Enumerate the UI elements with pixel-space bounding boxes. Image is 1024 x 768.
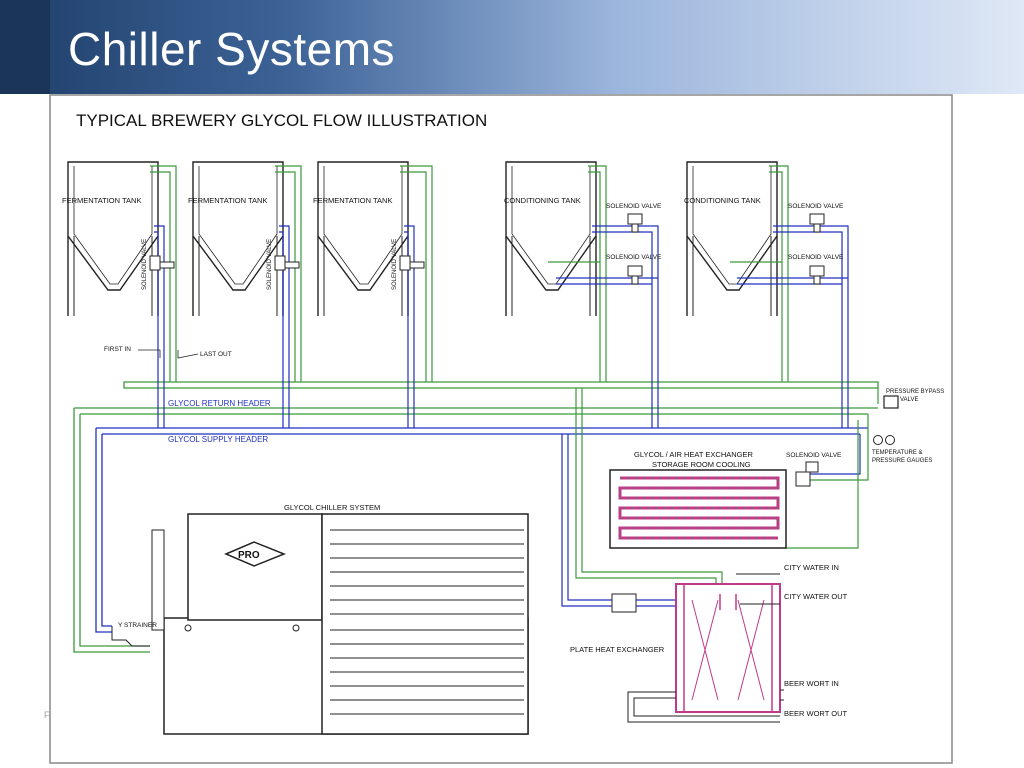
solenoid-valve-label-hx: SOLENOID VALVE [786, 452, 842, 459]
beer-wort-out-label: BEER WORT OUT [784, 709, 847, 718]
glycol-return-header-label: GLYCOL RETURN HEADER [168, 399, 271, 408]
city-water-out-label: CITY WATER OUT [784, 592, 848, 601]
pressure-bypass-label-2: VALVE [900, 397, 918, 403]
title-bar-accent [0, 0, 50, 94]
conditioning-tank-2: CONDITIONING TANK [684, 161, 778, 316]
fermentation-tank-2-label: FERMENTATION TANK [188, 196, 267, 205]
solenoid-valve-label-f2: SOLENOID VALVE [267, 239, 273, 290]
city-water-in-label: CITY WATER IN [784, 563, 839, 572]
plate-heat-exchanger [561, 388, 784, 723]
fermentation-tank-1-label: FERMENTATION TANK [62, 196, 141, 205]
conditioning-tank-1: CONDITIONING TANK [504, 161, 597, 316]
tank-group: FERMENTATION TANK FERMENTATION TANK FERM… [62, 161, 778, 316]
bypass-and-gauges [786, 388, 899, 549]
tank-piping [150, 165, 849, 428]
air-hx-label-2: STORAGE ROOM COOLING [652, 460, 751, 469]
first-in-label: FIRST IN [104, 346, 131, 353]
air-heat-exchanger [609, 461, 819, 549]
solenoid-valve-label-f1: SOLENOID VALVE [142, 239, 148, 290]
slide-footer: F [44, 710, 50, 720]
pressure-bypass-label-1: PRESSURE BYPASS [886, 389, 944, 395]
conditioning-tank-2-label: CONDITIONING TANK [684, 196, 761, 205]
beer-wort-in-label: BEER WORT IN [784, 679, 839, 688]
solenoid-valve-label-c2a: SOLENOID VALVE [788, 203, 844, 210]
glycol-chiller-system: PRO [111, 513, 529, 735]
pro-logo: PRO [238, 550, 260, 561]
y-strainer-label: Y STRAINER [118, 622, 157, 629]
conditioning-valves [627, 213, 825, 285]
last-out-label: LAST OUT [200, 351, 232, 358]
chiller-system-label: GLYCOL CHILLER SYSTEM [284, 503, 380, 512]
temp-gauges-label-2: PRESSURE GAUGES [872, 458, 932, 464]
fermentation-tank-3-label: FERMENTATION TANK [313, 196, 392, 205]
temp-gauges-label-1: TEMPERATURE & [872, 450, 923, 456]
plate-hx-label: PLATE HEAT EXCHANGER [570, 645, 665, 654]
solenoid-valve-label-c2b: SOLENOID VALVE [788, 254, 844, 261]
conditioning-tank-1-label: CONDITIONING TANK [504, 196, 581, 205]
diagram-title: TYPICAL BREWERY GLYCOL FLOW ILLUSTRATION [76, 111, 487, 130]
glycol-supply-header-label: GLYCOL SUPPLY HEADER [168, 435, 268, 444]
solenoid-valve-label-c1b: SOLENOID VALVE [606, 254, 662, 261]
title-bar: Chiller Systems [0, 0, 1024, 94]
air-hx-label-1: GLYCOL / AIR HEAT EXCHANGER [634, 450, 754, 459]
slide-title: Chiller Systems [68, 23, 396, 75]
solenoid-valve-label-c1a: SOLENOID VALVE [606, 203, 662, 210]
fermentation-valves [149, 255, 425, 271]
fermentation-tank-1: FERMENTATION TANK [62, 161, 159, 316]
solenoid-valve-label-f3: SOLENOID VALVE [392, 239, 398, 290]
fermentation-tank-2: FERMENTATION TANK [188, 161, 284, 316]
